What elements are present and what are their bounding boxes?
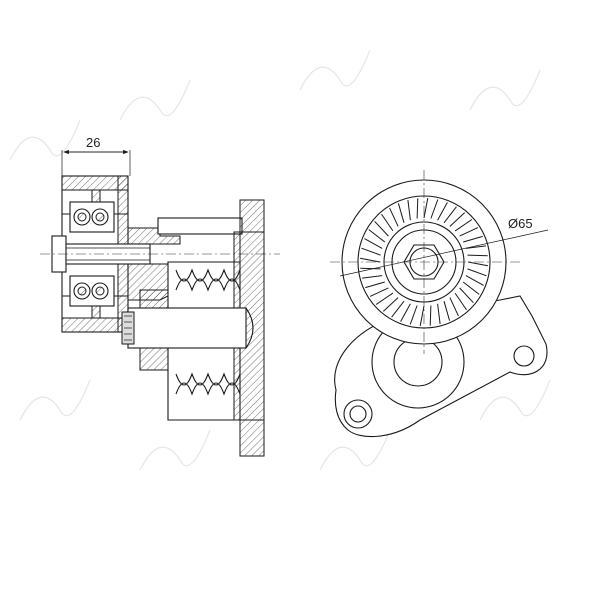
width-dimension: 26 (61, 135, 131, 176)
pulley-rib (449, 297, 459, 317)
pulley-rib (443, 301, 451, 321)
torsion-spring-upper (175, 268, 241, 292)
pulley-rib (437, 303, 441, 324)
pulley-rib (459, 287, 474, 304)
pulley-rib (465, 275, 484, 286)
width-dimension-label: 26 (86, 135, 100, 150)
pulley-rib (419, 305, 425, 326)
pulley-rib (368, 229, 386, 243)
diameter-dimension-label: Ø65 (508, 216, 533, 231)
pulley-rib (382, 297, 399, 312)
torsion-spring-lower (175, 372, 241, 396)
pulley-rib (462, 281, 480, 295)
pulley-rib (416, 198, 419, 219)
bearing-lower (69, 275, 115, 307)
pulley-rib (360, 257, 381, 263)
pulley-rib (423, 198, 429, 219)
pulley-rib (407, 200, 411, 221)
section-view: 26 (40, 135, 280, 457)
pulley-rib (465, 245, 486, 249)
bearing-upper (69, 201, 115, 233)
pulley-rib (389, 207, 399, 227)
pulley-rib (409, 305, 418, 325)
mount-hole-right (513, 345, 535, 367)
pulley-rib (374, 220, 389, 237)
pulley-rib (459, 227, 479, 237)
pulley-rib (467, 254, 488, 257)
mount-hole-left-inner (349, 405, 367, 423)
pulley-rib (397, 203, 405, 223)
pulley-rib (362, 275, 383, 279)
pulley-rib (430, 199, 439, 219)
mount-hole-left (343, 399, 373, 429)
pulley-rib (443, 206, 457, 224)
pulley-rib (467, 261, 488, 267)
pulley-rib (381, 213, 394, 232)
pulley-rib (429, 305, 432, 326)
pulley-rib (454, 292, 467, 311)
pulley-rib (391, 300, 405, 318)
pulley-rib (449, 212, 466, 227)
pulley-rib (360, 267, 381, 270)
watermark (9, 49, 551, 471)
diameter-dimension: Ø65 (339, 216, 549, 277)
pulley-rib (369, 287, 389, 297)
pulley-rib (463, 235, 483, 243)
pulley-rib (375, 292, 394, 305)
pulley-rib (364, 238, 383, 249)
pulley-rib (454, 219, 473, 232)
pulley-rib (467, 268, 487, 277)
front-view: Ø65 (330, 170, 549, 438)
pulley-rib (437, 202, 448, 221)
pulley-rib (400, 303, 411, 322)
pulley-rib (361, 247, 381, 256)
hub-bushing (121, 289, 254, 371)
pulley-ribs (360, 198, 488, 326)
pulley-rib (365, 281, 385, 289)
